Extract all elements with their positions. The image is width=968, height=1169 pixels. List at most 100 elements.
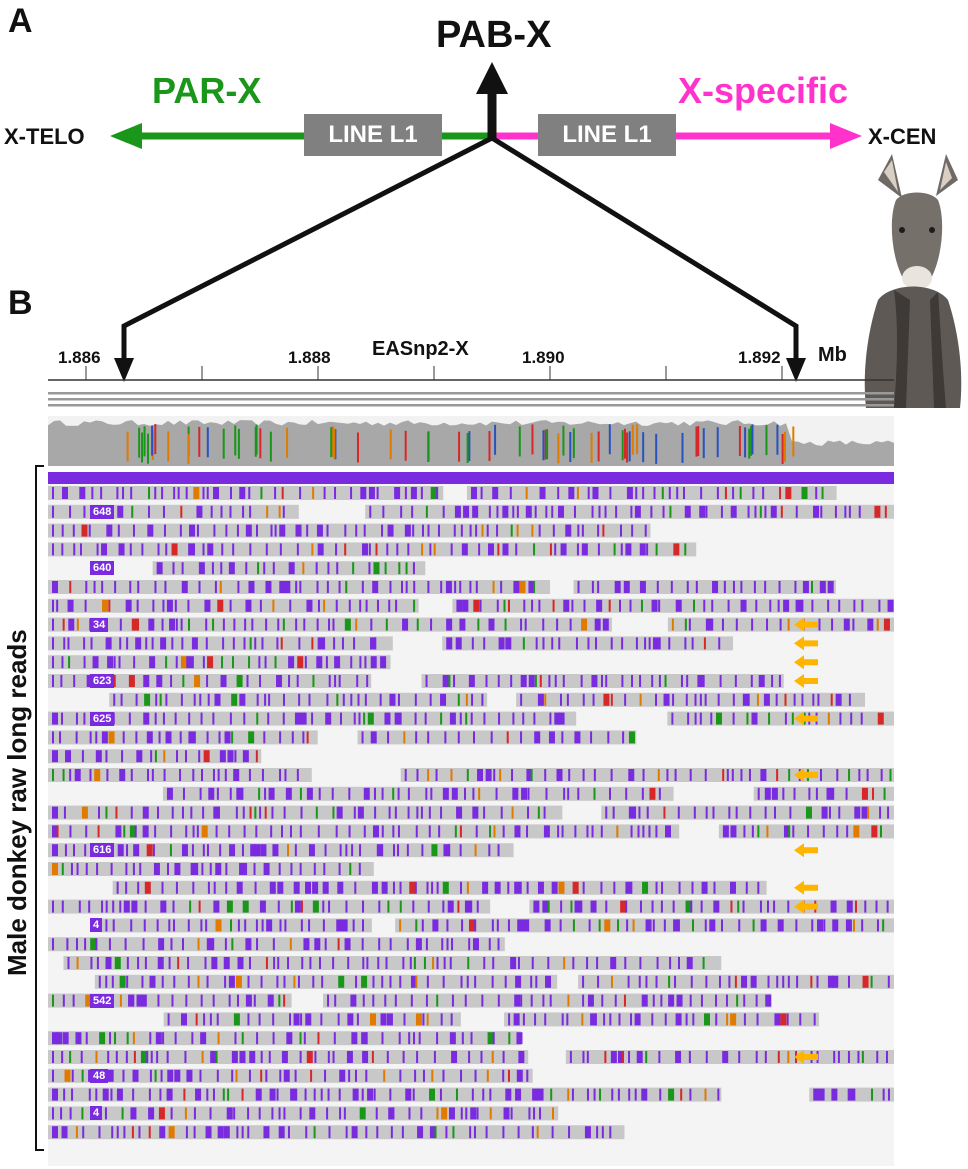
read-mismatch — [157, 957, 164, 969]
read-mismatch — [308, 844, 315, 857]
read-mismatch — [161, 975, 164, 988]
read — [48, 580, 551, 594]
read-mismatch — [420, 487, 423, 499]
read-mismatch — [224, 975, 227, 988]
read-mismatch — [82, 1126, 85, 1139]
read-mismatch — [397, 825, 400, 838]
read-mismatch — [494, 881, 501, 894]
read-mismatch — [430, 618, 433, 631]
read-mismatch — [180, 618, 183, 631]
read-mismatch — [624, 957, 627, 969]
read-mismatch — [69, 825, 72, 838]
read-mismatch — [113, 675, 116, 687]
read-mismatch — [273, 957, 276, 969]
read-mismatch — [567, 787, 570, 800]
read-mismatch — [243, 637, 246, 650]
read-mismatch — [491, 975, 494, 988]
read-mismatch — [807, 825, 810, 838]
read-mismatch — [362, 1051, 369, 1063]
read-mismatch — [130, 487, 133, 499]
read-mismatch — [783, 599, 790, 612]
read — [323, 993, 772, 1008]
read-mismatch — [126, 1032, 129, 1045]
read-mismatch — [838, 599, 841, 612]
read-mismatch — [577, 581, 580, 593]
read-mismatch — [248, 731, 255, 744]
read-mismatch — [680, 1088, 683, 1101]
read-mismatch — [174, 863, 181, 875]
coverage-variant — [356, 432, 359, 463]
read-mismatch — [213, 524, 216, 537]
read-mismatch — [495, 787, 498, 800]
read-mismatch — [282, 618, 285, 631]
read-mismatch — [98, 975, 101, 988]
read-mismatch — [436, 1032, 439, 1045]
read-mismatch — [114, 957, 121, 969]
read-mismatch — [439, 1088, 442, 1101]
read-mismatch — [160, 1069, 163, 1082]
read-mismatch — [317, 637, 324, 650]
read-mismatch — [639, 957, 642, 969]
read-mismatch — [623, 994, 626, 1007]
read-mismatch — [156, 919, 159, 932]
read-mismatch — [479, 599, 482, 612]
read-mismatch — [710, 712, 713, 725]
read-mismatch — [132, 524, 135, 537]
read-mismatch — [586, 1088, 589, 1101]
read-mismatch — [272, 562, 275, 575]
read-mismatch — [716, 487, 719, 499]
read-mismatch — [155, 1032, 162, 1045]
read-mismatch — [317, 599, 320, 612]
read-mismatch — [392, 787, 395, 800]
read-mismatch — [345, 900, 348, 913]
read-mismatch — [465, 693, 468, 706]
read-mismatch — [61, 656, 64, 669]
read-mismatch — [52, 505, 54, 518]
read — [601, 805, 894, 820]
read-mismatch — [660, 994, 663, 1007]
read-mismatch — [215, 825, 218, 838]
read-mismatch — [370, 618, 373, 631]
read — [48, 1106, 559, 1121]
read-mismatch — [415, 938, 422, 951]
read-mismatch — [512, 712, 515, 725]
coverage-variant — [608, 424, 611, 455]
read-mismatch — [361, 938, 364, 951]
coverage-variant — [404, 430, 407, 461]
coverage-variant — [330, 427, 333, 458]
read-mismatch — [52, 1069, 54, 1082]
read-mismatch — [85, 581, 88, 593]
read-mismatch — [306, 524, 309, 537]
read-mismatch — [295, 581, 298, 593]
read-mismatch — [56, 1032, 63, 1045]
read-mismatch — [365, 1032, 368, 1045]
read-mismatch — [333, 637, 336, 650]
read-mismatch — [193, 1107, 196, 1120]
read-mismatch — [878, 599, 881, 612]
read-mismatch — [61, 524, 64, 537]
read-mismatch — [475, 825, 478, 838]
read-mismatch — [421, 919, 424, 932]
read-mismatch — [596, 957, 599, 969]
read-mismatch — [149, 1032, 152, 1045]
reads-bracket — [35, 465, 44, 1151]
read — [466, 486, 837, 500]
read-mismatch — [347, 957, 350, 969]
read-mismatch — [172, 562, 175, 575]
read-mismatch — [432, 919, 439, 932]
coverage-variant — [544, 429, 547, 460]
read-mismatch — [81, 806, 88, 819]
read-mismatch — [304, 1088, 307, 1101]
read-mismatch — [792, 825, 795, 838]
read-mismatch — [179, 769, 182, 781]
read-mismatch — [565, 524, 572, 537]
read-mismatch — [817, 919, 824, 932]
coverage-variant — [750, 425, 753, 456]
read-mismatch — [547, 900, 550, 913]
read-mismatch — [126, 637, 129, 650]
read-mismatch — [500, 806, 503, 819]
read-mismatch — [673, 543, 680, 556]
read-mismatch — [359, 656, 362, 669]
read-count-label: 4 — [90, 1106, 103, 1121]
read-mismatch — [182, 787, 185, 800]
